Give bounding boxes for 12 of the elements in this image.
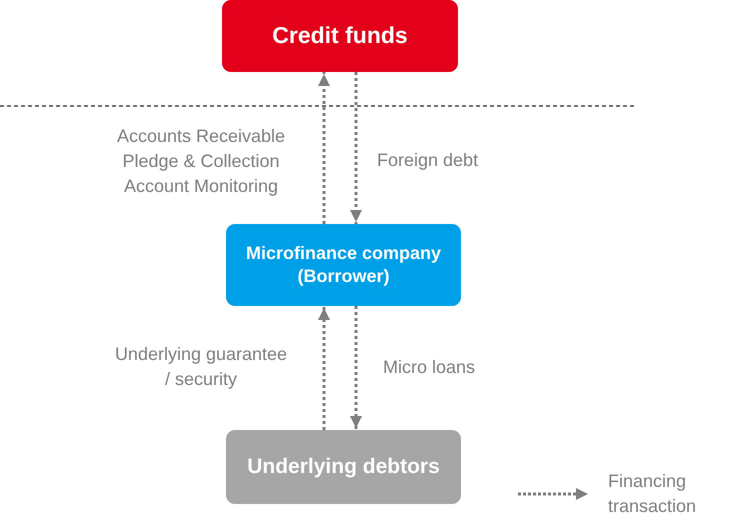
arrow (350, 72, 362, 224)
edge-label: Underlying guarantee / security (114, 343, 288, 391)
source-box: Credit funds (222, 0, 458, 72)
edge-label: Foreign debt (377, 149, 480, 172)
edge-label: Accounts Receivable Pledge & Collection Account Monitoring (116, 125, 286, 198)
debtor-box: Underlying debtors (226, 430, 461, 504)
arrow (350, 306, 362, 430)
arrow (318, 306, 330, 430)
edge-label: Micro loans (383, 356, 476, 379)
legend-label: Financing transaction (608, 470, 698, 518)
borrower-box: Microfinance company (Borrower) (226, 224, 461, 306)
arrow (318, 72, 330, 224)
